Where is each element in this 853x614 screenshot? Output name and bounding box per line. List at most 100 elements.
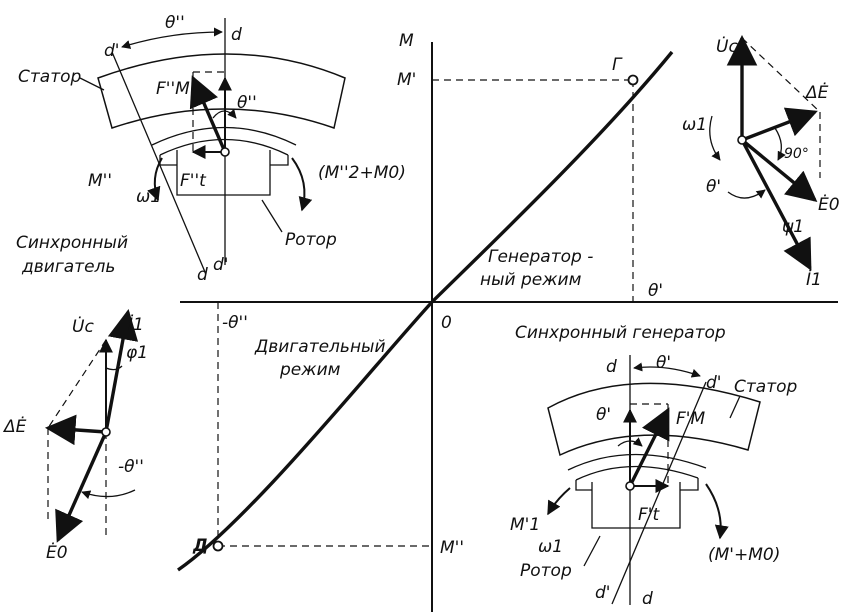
motor-omega-label: ω1 xyxy=(136,187,161,207)
gen-omega-arc xyxy=(709,115,721,161)
gen-rotor-tooth-left xyxy=(575,480,592,491)
gen-omega-label: ω1 xyxy=(682,115,707,135)
motor-d-top-label: d xyxy=(231,25,242,45)
motor-fm-vector xyxy=(189,75,227,153)
motor-e0-label: Ė0 xyxy=(46,542,68,563)
gen-theta-inner-label: θ' xyxy=(596,405,611,425)
gen-torque-right-label: (M'+M0) xyxy=(708,545,780,565)
gen-i-vector xyxy=(740,139,812,271)
motor-machine-sketch: d d' d d' θ'' θ'' F''M F''t M'' (M''2+M0… xyxy=(16,13,406,285)
gen-fm-vector xyxy=(628,407,670,487)
motor-d-prime-bottom-label: d' xyxy=(213,255,228,275)
motor-caption-line2: двигатель xyxy=(21,257,115,277)
gen-u-label: U̇c xyxy=(716,36,738,57)
torque-angle-chart: M 0 Г M' θ' Д M'' -θ'' Генератор - ный р… xyxy=(177,31,838,612)
motor-rotor-label: Ротор xyxy=(285,230,337,250)
motor-minus-theta-arc xyxy=(81,489,136,500)
motor-minus-theta-label: -θ'' xyxy=(118,457,144,477)
motor-e0-vector xyxy=(55,431,108,543)
motor-phasor-origin xyxy=(101,427,111,437)
gen-d-prime-top-label: d' xyxy=(706,373,721,393)
gen-e0-label: Ė0 xyxy=(818,194,840,215)
motor-operating-point xyxy=(212,540,224,552)
theta-prime-label: θ' xyxy=(648,281,663,301)
motor-stator-leader xyxy=(79,77,105,91)
gen-rotor-arc-outer xyxy=(567,453,707,471)
gen-torque-right-arrow xyxy=(705,483,729,540)
motor-rotor-body xyxy=(176,150,271,196)
motor-i-label: İ1 xyxy=(128,314,144,335)
generator-operating-point xyxy=(627,74,639,86)
gen-d-top-label: d xyxy=(606,357,617,377)
gen-rotor-body xyxy=(591,482,681,529)
gen-delta-e-label: ΔĖ xyxy=(804,82,829,103)
gen-e0-vector xyxy=(740,138,818,202)
motor-torque-right-label: (M''2+M0) xyxy=(318,163,406,183)
gen-ft-label: F't xyxy=(638,505,660,525)
gen-torque-left-label: M'1 xyxy=(510,515,540,535)
motor-phi-arc xyxy=(105,365,123,371)
motor-caption-line1: Синхронный xyxy=(16,233,128,253)
motor-theta-inner-arc xyxy=(212,108,237,119)
motor-delta-e-vector xyxy=(44,414,107,446)
motor-torque-left-arrow xyxy=(147,157,163,202)
gen-d-prime-axis xyxy=(611,381,707,605)
m-double-prime-label: M'' xyxy=(440,538,464,558)
generator-region-label-1: Генератор - xyxy=(488,247,593,267)
gen-theta-label: θ' xyxy=(706,177,721,197)
gen-stator-leader xyxy=(729,395,741,419)
gen-theta-arc xyxy=(727,189,766,199)
gen-fm-label: F'M xyxy=(676,409,705,429)
motor-phi-label: φ1 xyxy=(126,343,148,363)
motor-i-vector xyxy=(104,308,139,433)
gen-stator-label: Статор xyxy=(734,377,797,397)
generator-caption: Синхронный генератор xyxy=(515,323,726,343)
gen-theta-top-arc xyxy=(633,362,701,378)
motor-stator xyxy=(97,53,346,129)
motor-theta-inner-label: θ'' xyxy=(237,93,257,113)
motor-torque-left-label: M'' xyxy=(88,171,112,191)
motor-ft-label: F''t xyxy=(180,171,207,191)
motor-rotor-leader xyxy=(261,199,283,233)
motor-d-bottom-label: d xyxy=(197,265,208,285)
motor-vector-origin xyxy=(220,147,230,157)
generator-point-label: Г xyxy=(612,55,623,75)
gen-vector-origin xyxy=(625,481,635,491)
gen-rotor-leader xyxy=(583,535,601,567)
gen-i-label: İ1 xyxy=(806,269,822,290)
gen-phi-label: ψ1 xyxy=(782,217,804,237)
gen-stator xyxy=(547,382,761,457)
motor-torque-right-arrow xyxy=(291,157,313,212)
motor-rotor-tooth-right xyxy=(270,155,289,166)
gen-90-label: 90° xyxy=(784,146,809,162)
motor-rotor-tooth-left xyxy=(159,155,177,166)
generator-phasor-diagram: U̇c ΔĖ Ė0 İ1 90° ω1 θ' ψ1 xyxy=(682,34,840,290)
motor-point-label: Д xyxy=(192,536,208,556)
motor-fm-label: F''M xyxy=(156,79,190,99)
gen-delta-e-vector xyxy=(741,107,818,142)
motor-u-delta-dash xyxy=(47,339,107,429)
gen-torque-left-arrow xyxy=(547,487,571,516)
gen-phasor-origin xyxy=(737,135,747,145)
gen-d-prime-bottom-label: d' xyxy=(595,583,610,603)
motor-u-label: U̇c xyxy=(72,316,94,337)
gen-u-delta-dash xyxy=(741,37,821,113)
gen-omega-label: ω1 xyxy=(538,537,563,557)
gen-rotor-tooth-right xyxy=(680,478,699,491)
motor-d-prime-axis xyxy=(111,51,206,273)
torque-angle-curve xyxy=(177,50,674,572)
gen-rotor-arc-inner xyxy=(575,465,699,481)
gen-theta-top-label: θ' xyxy=(656,353,671,373)
motor-phasor-diagram: U̇c İ1 φ1 ΔĖ -θ'' Ė0 xyxy=(2,308,148,563)
origin-label: 0 xyxy=(441,313,452,333)
motor-theta-arc xyxy=(121,27,223,49)
motor-d-prime-top-label: d' xyxy=(104,41,119,61)
motor-region-label-2: режим xyxy=(279,360,341,380)
gen-theta-inner-arc xyxy=(617,437,643,447)
gen-rotor-label: Ротор xyxy=(520,561,572,581)
generator-region-label-2: ный режим xyxy=(480,270,582,290)
m-prime-label: M' xyxy=(397,70,416,90)
motor-stator-label: Статор xyxy=(18,67,81,87)
motor-delta-e-label: ΔĖ xyxy=(2,416,27,437)
